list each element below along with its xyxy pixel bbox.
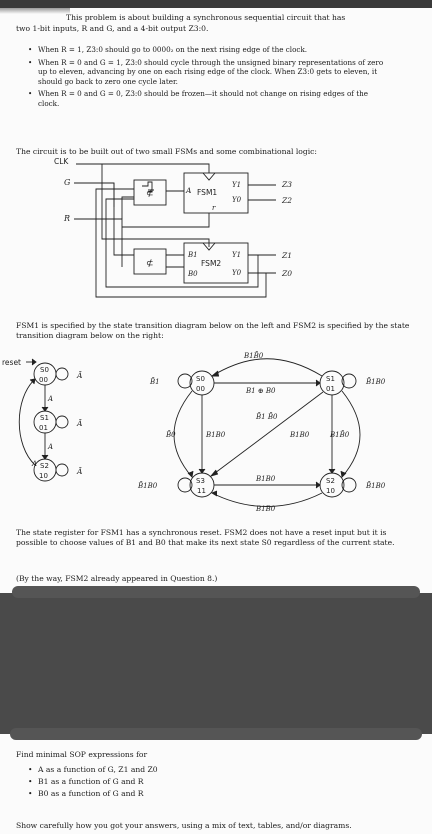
task-b1: B1 as a function of G and R [26, 777, 406, 787]
page-edge-shadow [0, 8, 70, 14]
fsm2-s1-self-label: B̄1B0 [365, 377, 386, 386]
state-register-note: The state register for FSM1 has a synchr… [16, 528, 395, 547]
tasks-list: A as a function of G, Z1 and Z0 B1 as a … [26, 765, 406, 799]
fsm1-s0-name: S0 [40, 366, 49, 374]
fsm2-s3-code: 11 [197, 487, 206, 495]
redacted-region [0, 593, 432, 734]
logic-block-top-symbol: ⊄ [146, 189, 154, 199]
fsm1-s2-self-loop [55, 463, 69, 477]
fsm2-s0-s3-label: B1B0 [205, 431, 226, 439]
fsm2-y0-label: Y0 [232, 269, 242, 277]
redaction-scribble-top [12, 586, 420, 598]
fsm2-s1-code: 01 [326, 385, 335, 393]
fsm2-s0-self-loop [177, 373, 193, 389]
rule-reset: When R = 1, Z3:0 should go to 0000₂ on t… [26, 45, 388, 55]
z3-label: Z3 [281, 180, 292, 189]
fsm2-s1-right-label: B1B̄0 [329, 430, 350, 439]
fsm1-s2-name: S2 [40, 462, 49, 470]
z2-label: Z2 [281, 196, 292, 205]
fsm2-y1-label: Y1 [232, 251, 241, 259]
logic-block-top [133, 179, 167, 206]
fsm2-box [183, 242, 249, 284]
fsm1-box [183, 172, 249, 214]
fsm2-s1-name: S1 [326, 375, 335, 383]
circuit-diagram: CLK G R ⊄ A FSM1 Y1 Y0 r Z3 Z2 ⊄ FSM2 B1… [54, 157, 292, 298]
rules-list: When R = 1, Z3:0 should go to 0000₂ on t… [26, 45, 388, 109]
fsm1-state-diagram: reset S0 00 Ā S1 01 Ā S2 10 Ā A A A [2, 358, 83, 482]
fsm2-aside: (By the way, FSM2 already appeared in Qu… [16, 574, 218, 583]
fsm2-bottom-arc-label: B1B0 [255, 505, 276, 513]
fsm2-b1-label: B1 [187, 251, 198, 259]
fsm2-s2-name: S2 [326, 477, 335, 485]
fsm2-s2-self-label: B̄1B0 [365, 481, 386, 490]
fsm2-top-arc-label: B1B̄0 [243, 351, 264, 360]
redaction-scribble-bottom [10, 728, 422, 740]
fsm1-s0-code: 00 [39, 376, 48, 384]
fsm2-mid-label: B1 ⊕ B0 [245, 387, 276, 395]
fsm1-label: FSM1 [197, 188, 217, 197]
fsm-spec: FSM1 is specified by the state transitio… [16, 321, 410, 340]
fsm1-r-label: r [212, 204, 216, 212]
task-b0: B0 as a function of G and R [26, 789, 406, 799]
fsm1-s1-name: S1 [40, 414, 49, 422]
rule-freeze: When R = 0 and G = 0, Z3:0 should be fro… [26, 89, 388, 108]
logic-block-bottom-symbol: ⊄ [146, 259, 154, 269]
intro-line-2: two 1-bit inputs, R and G, and a 4-bit o… [16, 24, 209, 33]
g-label: G [64, 178, 71, 187]
fsm2-b0-label: B0 [187, 270, 198, 278]
fsm1-s0-self-label: Ā [76, 371, 83, 380]
fsm2-s3-self-label: B̄1B0 [137, 481, 158, 490]
fsm2-s1-self-loop [341, 373, 357, 389]
closing-instruction: Show carefully how you got your answers,… [16, 821, 352, 830]
fsm1-y0-label: Y0 [232, 196, 242, 204]
task-a: A as a function of G, Z1 and Z0 [26, 765, 406, 775]
intro-line-1: This problem is about building a synchro… [66, 13, 346, 22]
fsm2-s3-name: S3 [196, 477, 205, 485]
fsm2-s0-name: S0 [196, 375, 205, 383]
r-label: R [63, 214, 70, 223]
fsm2-s3-s2-label: B1B0 [255, 475, 276, 483]
fsm2-s2-code: 10 [326, 487, 335, 495]
fsm1-s0-s1-label: A [47, 395, 53, 403]
fsm2-diag-label: B̄1 B̄0 [255, 412, 278, 421]
top-bar [0, 0, 432, 8]
reset-label: reset [2, 358, 21, 367]
fsm2-s3-self-loop [177, 477, 193, 493]
fsm1-s0-self-loop [55, 367, 69, 381]
fsm1-s1-code: 01 [39, 424, 48, 432]
fsm2-label: FSM2 [201, 259, 221, 268]
fsm2-s0-code: 00 [196, 385, 205, 393]
fsm2-state-diagram: S0 00 S1 01 S3 11 S2 10 B1B̄0 B1 ⊕ B0 B̄… [137, 351, 386, 513]
fsm2-s0-left-label: B̄0 [165, 430, 176, 439]
fsm1-s2-self-label: Ā [76, 467, 83, 476]
a-signal-label: A [185, 186, 192, 195]
fsm2-s1-s2-label: B1B0 [289, 431, 310, 439]
fsm2-s0-self-label: B̄1 [149, 377, 160, 386]
fsm1-s1-self-label: Ā [76, 419, 83, 428]
clk-label: CLK [54, 157, 69, 166]
rule-count: When R = 0 and G = 1, Z3:0 should cycle … [26, 58, 388, 87]
fsm1-s2-code: 10 [39, 472, 48, 480]
fsm1-s1-s2-label: A [47, 443, 53, 451]
z0-label: Z0 [281, 269, 292, 278]
logic-block-bottom [133, 248, 167, 275]
fsm1-s1-self-loop [55, 415, 69, 429]
find-heading: Find minimal SOP expressions for [16, 750, 148, 759]
fsm1-s2-s0-label: A [31, 460, 37, 468]
fsm1-y1-label: Y1 [232, 181, 241, 189]
z1-label: Z1 [281, 251, 292, 260]
circuit-intro: The circuit is to be built out of two sm… [16, 147, 317, 156]
fsm2-s2-self-loop [341, 477, 357, 493]
